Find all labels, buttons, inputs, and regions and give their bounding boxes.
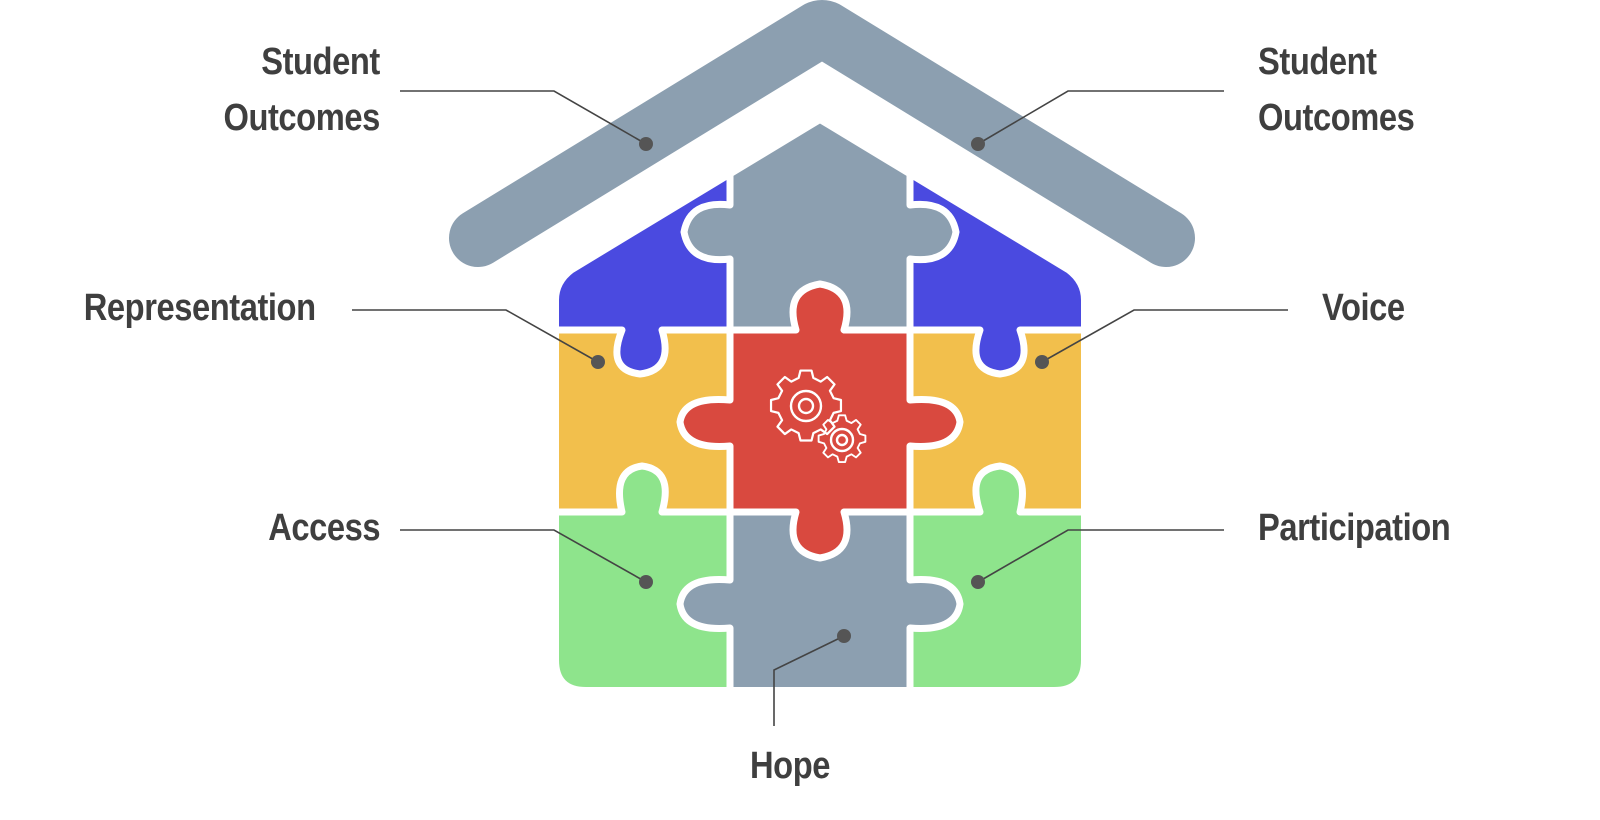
- leader-dots: [591, 137, 1049, 643]
- label-participation: Participation: [1258, 507, 1451, 549]
- yellow-piece-left: [556, 330, 730, 512]
- dot-roof-left: [639, 137, 653, 151]
- label-access: Access: [268, 507, 380, 549]
- roof-shape: [449, 0, 1195, 267]
- leader-participation: [977, 529, 1224, 583]
- dot-roof-right: [971, 137, 985, 151]
- label-voice: Voice: [1322, 287, 1405, 329]
- leader-roof-right: [977, 90, 1224, 145]
- gears-icon: [769, 369, 867, 464]
- label-roof-left: Student Outcomes: [223, 41, 381, 139]
- piece-seams: [556, 160, 1084, 690]
- label-hope: Hope: [750, 745, 830, 787]
- green-piece-left: [556, 466, 730, 690]
- yellow-piece-right: [910, 330, 1084, 512]
- house-outline: [553, 116, 1087, 693]
- leader-hope: [773, 635, 845, 726]
- leader-lines: [352, 90, 1288, 726]
- dot-access: [639, 575, 653, 589]
- label-representation: Representation: [84, 287, 316, 329]
- red-center-piece: [680, 284, 960, 558]
- dot-hope: [837, 629, 851, 643]
- leader-representation: [352, 309, 599, 363]
- green-piece-right: [910, 466, 1084, 690]
- dot-participation: [971, 575, 985, 589]
- dot-voice: [1035, 355, 1049, 369]
- leader-voice: [1041, 309, 1288, 363]
- roof-gap: [525, 99, 1115, 287]
- leader-access: [400, 529, 647, 583]
- label-roof-right: Student Outcomes: [1258, 41, 1415, 139]
- dot-representation: [591, 355, 605, 369]
- leader-roof-left: [400, 90, 647, 145]
